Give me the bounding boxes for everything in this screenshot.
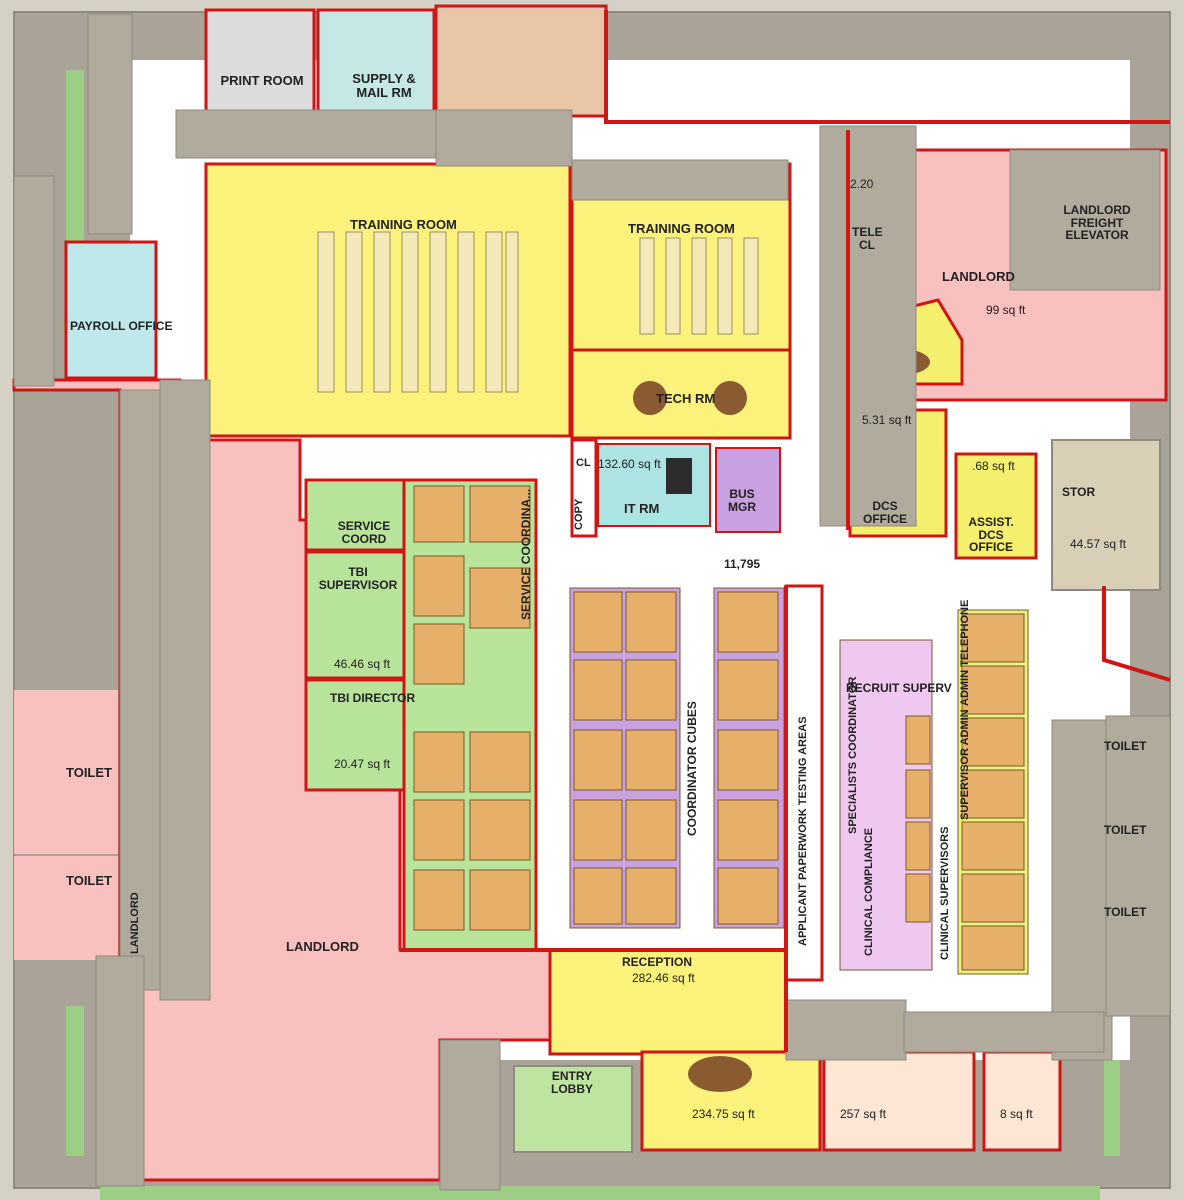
label-supervisor-admin: SUPERVISOR ADMIN <box>959 709 971 820</box>
label-office-area-2: 8 sq ft <box>1000 1107 1033 1121</box>
label-it-room: IT RM <box>624 501 660 516</box>
tech-room <box>570 348 792 440</box>
label-landlord-ne: LANDLORD <box>942 269 1015 284</box>
office-south-2 <box>982 1050 1062 1152</box>
coordinator-cube-dividers <box>573 591 779 925</box>
office-south-1 <box>822 1050 976 1152</box>
label-landlord-side: LANDLORD <box>129 892 141 954</box>
label-toilet-e3: TOILET <box>1104 905 1147 919</box>
reception <box>548 948 788 1056</box>
label-toilet-e1: TOILET <box>1104 739 1147 753</box>
bus-mgr-office <box>715 447 781 533</box>
outline-walls <box>400 10 1171 1052</box>
asst-dcs-office <box>954 452 1038 560</box>
label-landlord-main: LANDLORD <box>286 939 359 954</box>
clinical-cube-dividers <box>905 613 1025 971</box>
label-conference-area: 234.75 sq ft <box>692 1107 755 1121</box>
storage-north <box>434 4 608 118</box>
label-admin-telephone: ADMIN TELEPHONE <box>959 599 971 706</box>
label-tbi-supervisor-area: 46.46 sq ft <box>334 657 391 671</box>
print-room <box>204 8 316 120</box>
label-asst-dcs-area: .68 sq ft <box>972 459 1015 473</box>
label-training-room-1: TRAINING ROOM <box>350 217 457 232</box>
label-dcs-area: 5.31 sq ft <box>862 413 912 427</box>
label-toilet-top: TOILET <box>66 765 112 780</box>
label-tele-cl: TELE CL <box>852 225 883 252</box>
toilet-top <box>14 690 118 854</box>
entry-lobby <box>513 1065 633 1153</box>
label-training-room-2: TRAINING ROOM <box>628 221 735 236</box>
label-payroll-office: PAYROLL OFFICE <box>70 319 173 333</box>
grass-strip-southwest <box>66 1006 84 1156</box>
walls <box>13 13 1171 1191</box>
label-service-cubes: SERVICE COORDINA... <box>519 488 533 620</box>
label-toilet-bottom: TOILET <box>66 873 112 888</box>
supply-mail-room <box>316 8 436 120</box>
label-cl: CL <box>576 457 591 469</box>
label-service-coord: SERVICE COORD <box>337 519 391 546</box>
label-bus-mgr: BUS MGR <box>728 487 756 514</box>
label-freight-elevator: LANDLORD FREIGHT ELEVATOR <box>1063 203 1131 243</box>
label-tbi-director: TBI DIRECTOR <box>330 691 416 705</box>
label-landlord-ne-area: 99 sq ft <box>986 303 1026 317</box>
label-print-room: PRINT ROOM <box>220 73 304 88</box>
label-asst-dcs-office: ASSIST. DCS OFFICE <box>968 515 1014 555</box>
label-entry-lobby: ENTRY LOBBY <box>551 1069 593 1096</box>
label-it-room-area: 132.60 sq ft <box>598 457 661 471</box>
label-total-area: 11,795 <box>724 557 761 571</box>
conference-table-south <box>688 1056 752 1092</box>
tbi-director-office <box>304 678 408 792</box>
label-supply-mail: SUPPLY & MAIL RM <box>352 71 416 100</box>
label-specialists-coordinator: SPECIALISTS COORDINATOR <box>847 676 859 834</box>
tbi-supervisor-office <box>304 550 408 680</box>
label-toilet-e2: TOILET <box>1104 823 1147 837</box>
stor-room <box>1051 439 1161 591</box>
toilet-bottom <box>14 856 118 960</box>
label-reception-area: 282.46 sq ft <box>632 971 695 985</box>
label-reception: RECEPTION <box>622 955 693 969</box>
label-copy: COPY <box>573 498 585 530</box>
label-office-area-1: 257 sq ft <box>840 1107 887 1121</box>
training-desks-1 <box>317 231 519 393</box>
label-tech-room: TECH RM <box>656 391 716 406</box>
label-clinical-supervisors: CLINICAL SUPERVISORS <box>939 826 951 960</box>
label-stor: STOR <box>1062 485 1096 499</box>
label-tbi-supervisor: TBI SUPERVISOR <box>318 565 398 592</box>
label-tbi-director-area: 20.47 sq ft <box>334 757 391 771</box>
applicant-testing-area <box>784 584 824 982</box>
label-applicant-testing: APPLICANT PAPERWORK TESTING AREAS <box>797 716 809 946</box>
label-dcs-office: DCS OFFICE <box>863 499 907 526</box>
label-closet-e: 2.20 <box>850 177 874 191</box>
copy-room <box>570 438 598 538</box>
payroll-office <box>64 240 158 380</box>
grass-strip-south <box>100 1186 1100 1200</box>
training-desks-2 <box>639 237 759 335</box>
label-clinical-compliance: CLINICAL COMPLIANCE <box>863 827 875 956</box>
label-stor-area: 44.57 sq ft <box>1070 537 1127 551</box>
label-coordinator-cubes: COORDINATOR CUBES <box>685 701 699 836</box>
service-cube-dividers <box>413 485 531 931</box>
tech-room-tables <box>633 381 747 415</box>
label-recruit-supervisor: RECRUIT SUPERV <box>846 681 952 695</box>
it-server-rack <box>666 458 692 494</box>
